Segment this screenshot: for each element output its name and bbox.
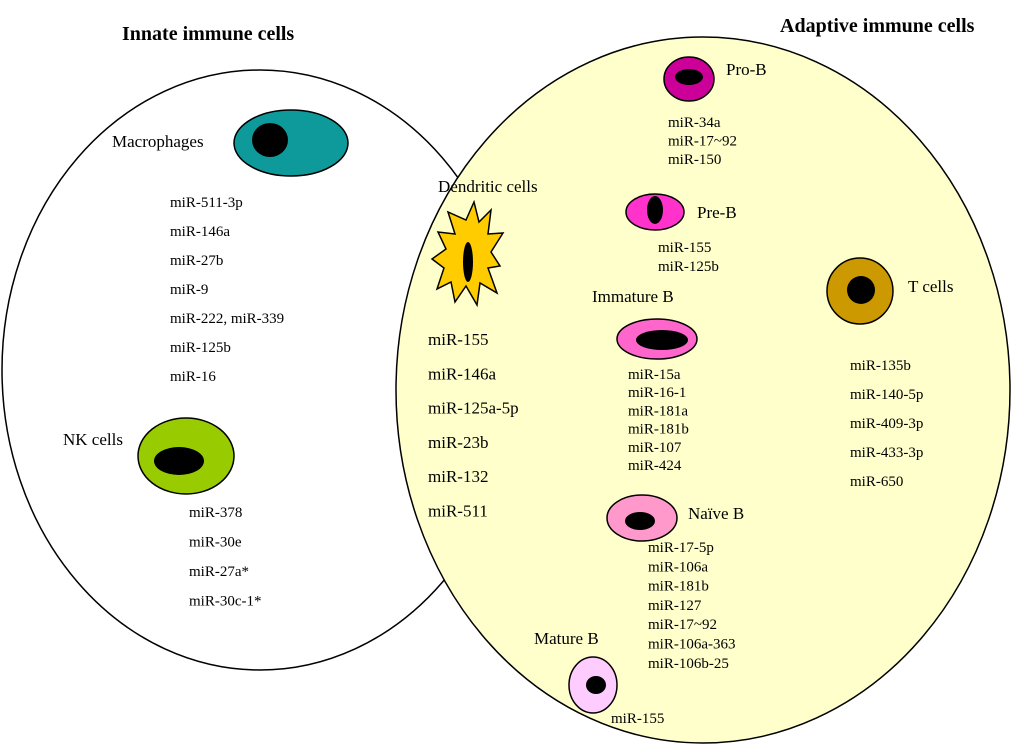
adaptive-title: Adaptive immune cells (780, 15, 975, 37)
mirna-item: miR-140-5p (850, 387, 923, 403)
innate-title: Innate immune cells (122, 23, 294, 45)
nk-cells-label: NK cells (63, 430, 123, 449)
dendritic-mirna-list: miR-155 miR-146a miR-125a-5p miR-23b miR-132… (428, 330, 519, 521)
mirna-item: miR-181b (628, 422, 689, 438)
mirna-item: miR-181b (648, 579, 709, 595)
mirna-item: miR-650 (850, 474, 903, 490)
mirna-item: miR-17~92 (648, 617, 717, 633)
mirna-item: miR-106a (648, 559, 708, 575)
mirna-item: miR-30e (189, 535, 242, 551)
mirna-item: miR-155 (658, 240, 711, 256)
mirna-item: miR-433-3p (850, 445, 923, 461)
mirna-item: miR-424 (628, 458, 682, 474)
mirna-item: miR-125a-5p (428, 399, 519, 418)
t-cell-icon (826, 257, 894, 325)
pro-b-mirna-list: miR-34a miR-17~92 miR-150 (668, 115, 737, 168)
mirna-item: miR-222, miR-339 (170, 311, 284, 327)
mirna-item: miR-511-3p (170, 195, 243, 211)
mirna-item: miR-34a (668, 115, 721, 131)
mirna-item: miR-15a (628, 367, 681, 383)
mirna-item: miR-378 (189, 505, 242, 521)
t-cells-label: T cells (908, 277, 953, 296)
mirna-item: miR-16 (170, 369, 216, 385)
mirna-item: miR-181a (628, 403, 688, 419)
mirna-item: miR-127 (648, 598, 702, 614)
mirna-item: miR-27b (170, 253, 223, 269)
pre-b-label: Pre-B (697, 203, 737, 222)
nk-cell-icon (137, 417, 235, 495)
mirna-item: miR-27a* (189, 564, 249, 580)
mirna-item: miR-17~92 (668, 134, 737, 150)
immature-b-cell-icon (616, 318, 698, 360)
t-cells-mirna-list: miR-135b miR-140-5p miR-409-3p miR-433-3p mi… (850, 358, 923, 490)
mirna-item: miR-17-5p (648, 540, 714, 556)
adaptive-region (395, 36, 1011, 744)
mature-b-mirna-list: miR-155 (611, 711, 664, 727)
macrophages-label: Macrophages (112, 132, 204, 151)
naive-b-label: Naïve B (688, 504, 744, 523)
naive-b-mirna-list: miR-17-5p miR-106a miR-181b miR-127 miR-17~9… (648, 540, 736, 672)
nk-mirna-list: miR-378 miR-30e miR-27a* miR-30c-1* (189, 505, 262, 610)
mirna-item: miR-16-1 (628, 385, 686, 401)
mirna-item: miR-23b (428, 433, 488, 452)
immature-b-mirna-list: miR-15a miR-16-1 miR-181a miR-181b miR-107 mi… (628, 367, 689, 474)
mirna-item: miR-146a (428, 364, 496, 383)
dendritic-cells-label: Dendritic cells (438, 177, 538, 196)
pre-b-mirna-list: miR-155 miR-125b (658, 240, 719, 275)
mirna-item: miR-9 (170, 282, 208, 298)
pro-b-label: Pro-B (726, 60, 767, 79)
mirna-item: miR-106a-363 (648, 637, 736, 653)
macrophage-cell-icon (233, 109, 349, 177)
mirna-item: miR-132 (428, 467, 488, 486)
mirna-item: miR-155 (428, 330, 488, 349)
mirna-item: miR-106b-25 (648, 656, 729, 672)
mature-b-label: Mature B (534, 629, 599, 648)
mirna-item: miR-511 (428, 502, 488, 521)
immature-b-label: Immature B (592, 287, 674, 306)
dendritic-cell-icon (430, 199, 505, 308)
mirna-item: miR-30c-1* (189, 594, 262, 610)
mirna-item: miR-409-3p (850, 416, 923, 432)
pre-b-cell-icon (625, 193, 685, 231)
mature-b-cell-icon (568, 656, 618, 714)
mirna-item: miR-125b (170, 340, 231, 356)
naive-b-cell-icon (606, 494, 678, 542)
macrophages-mirna-list: miR-511-3p miR-146a miR-27b miR-9 miR-222, m… (170, 195, 284, 385)
mirna-item: miR-150 (668, 152, 721, 168)
mirna-item: miR-107 (628, 440, 682, 456)
mirna-item: miR-146a (170, 224, 230, 240)
pro-b-cell-icon (663, 56, 715, 102)
mirna-item: miR-125b (658, 259, 719, 275)
mirna-item: miR-135b (850, 358, 911, 374)
mirna-item: miR-155 (611, 711, 664, 727)
